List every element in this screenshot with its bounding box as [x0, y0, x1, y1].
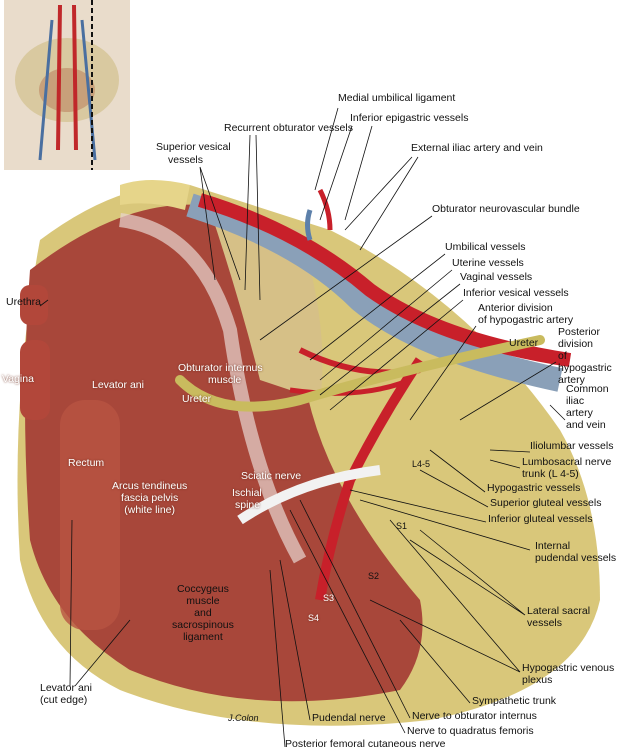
label-obturator-neurovascular-bundle: Obturator neurovascular bundle	[432, 203, 580, 215]
label-inferior-gluteal-vessels: Inferior gluteal vessels	[488, 513, 593, 525]
label-anterior-division-2: of hypogastric artery	[478, 314, 574, 326]
label-nerve-obturator-internus: Nerve to obturator internus	[412, 710, 537, 722]
label-umbilical-vessels: Umbilical vessels	[445, 241, 526, 253]
label-line: division	[558, 338, 594, 350]
label-inferior-vesical-vessels: Inferior vesical vessels	[463, 287, 569, 299]
label-internal-pudendal-2: pudendal vessels	[535, 552, 617, 564]
label-line: artery	[558, 374, 585, 386]
label-line: Arcus tendineus	[112, 480, 188, 492]
label-urethra: Urethra	[6, 296, 42, 308]
label-sciatic-nerve: Sciatic nerve	[241, 470, 302, 482]
label-ureter-right: Ureter	[509, 337, 539, 349]
label-s4: S4	[308, 613, 320, 623]
label-pudendal-nerve: Pudendal nerve	[312, 712, 386, 724]
label-vagina: Vagina	[2, 373, 34, 385]
label-l4-5: L4-5	[412, 459, 431, 469]
label-hypogastric-vessels: Hypogastric vessels	[487, 482, 581, 494]
label-line: sacrospinous	[172, 619, 234, 631]
label-lumbosacral-trunk-2: trunk (L 4-5)	[522, 468, 579, 480]
label-vaginal-vessels: Vaginal vessels	[460, 271, 533, 283]
label-line: artery	[566, 407, 593, 419]
leader-lines	[39, 107, 566, 748]
label-ischial-spine: Ischial	[232, 487, 262, 499]
label-superior-vesical: Superior vesical	[156, 141, 231, 153]
label-s1: S1	[396, 521, 408, 531]
label-line: ligament	[183, 631, 223, 643]
label-line: muscle	[186, 595, 220, 607]
label-line: iliac	[566, 395, 585, 407]
label-s3: S3	[323, 593, 335, 603]
label-uterine-vessels: Uterine vessels	[452, 257, 524, 269]
label-posterior-division: Posterior division of hypogastric artery	[558, 326, 612, 386]
label-coccygeus: Coccygeus muscle and sacrospinous ligame…	[172, 583, 234, 643]
label-lumbosacral-trunk: Lumbosacral nerve	[522, 456, 612, 468]
label-levator-ani-cut-edge-2: (cut edge)	[40, 694, 88, 706]
label-obturator-internus-muscle: Obturator internus	[178, 362, 263, 374]
label-line: and	[194, 607, 212, 619]
label-nerve-quadratus-femoris: Nerve to quadratus femoris	[407, 725, 534, 737]
label-s2: S2	[368, 571, 380, 581]
label-iliolumbar-vessels: Iliolumbar vessels	[530, 440, 614, 452]
label-medial-umbilical-ligament: Medial umbilical ligament	[338, 92, 456, 104]
label-lateral-sacral-2: vessels	[527, 617, 563, 629]
label-line: hypogastric	[558, 362, 612, 374]
label-line: Coccygeus	[176, 583, 229, 595]
label-rectum: Rectum	[68, 457, 105, 469]
artist-signature: J.Colon	[228, 713, 259, 723]
label-line: Common	[566, 383, 609, 395]
label-superior-vesical-2: vessels	[168, 154, 204, 166]
label-lateral-sacral: Lateral sacral	[527, 605, 591, 617]
label-obturator-internus-muscle-2: muscle	[208, 374, 242, 386]
label-external-iliac: External iliac artery and vein	[411, 142, 543, 154]
label-recurrent-obturator-vessels: Recurrent obturator vessels	[224, 122, 353, 134]
label-superior-gluteal-vessels: Superior gluteal vessels	[490, 497, 602, 509]
label-hypogastric-venous-plexus-2: plexus	[522, 674, 553, 686]
label-levator-ani-cut-edge: Levator ani	[40, 682, 92, 694]
label-ureter-left: Ureter	[182, 393, 212, 405]
label-levator-ani: Levator ani	[92, 379, 144, 391]
label-hypogastric-venous-plexus: Hypogastric venous	[522, 662, 615, 674]
inset-pelvis-thumbnail	[4, 0, 130, 170]
label-line: of	[558, 350, 567, 362]
label-line: and vein	[566, 419, 606, 431]
label-posterior-femoral-cutaneous-nerve: Posterior femoral cutaneous nerve	[285, 738, 446, 750]
label-common-iliac: Common iliac artery and vein	[566, 383, 609, 431]
label-sympathetic-trunk: Sympathetic trunk	[472, 695, 557, 707]
label-line: (white line)	[124, 504, 176, 516]
label-ischial-spine-2: spine	[235, 499, 261, 511]
label-arcus-tendineus: Arcus tendineus fascia pelvis (white lin…	[112, 480, 187, 516]
label-line: Posterior	[558, 326, 601, 338]
label-internal-pudendal: Internal	[535, 540, 571, 552]
label-anterior-division: Anterior division	[478, 302, 553, 314]
label-inferior-epigastric-vessels: Inferior epigastric vessels	[350, 112, 469, 124]
label-line: fascia pelvis	[121, 492, 179, 504]
